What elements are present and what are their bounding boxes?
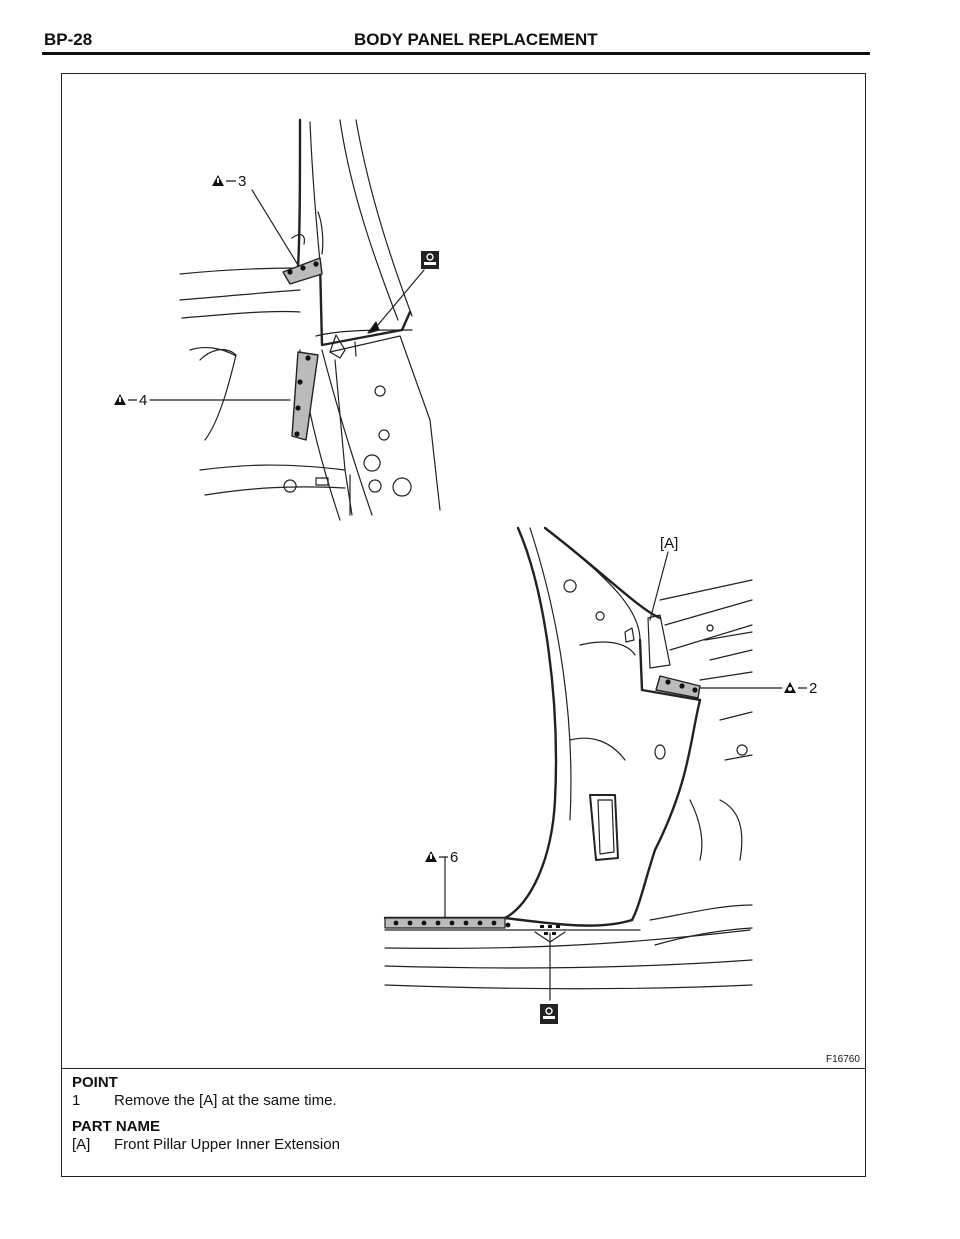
notes-section: POINT 1 Remove the [A] at the same time.… xyxy=(72,1074,852,1154)
warning-triangle-icon xyxy=(425,851,437,862)
part-item-text: Front Pillar Upper Inner Extension xyxy=(114,1136,340,1153)
page-title: BODY PANEL REPLACEMENT xyxy=(354,30,598,49)
callout-2-label: 2 xyxy=(809,680,817,697)
header-rule xyxy=(42,52,870,55)
weld-symbols: 3 4 [A] 2 6 xyxy=(114,173,817,1024)
callout-3-label: 3 xyxy=(238,173,246,190)
sealer-box-icon xyxy=(540,1004,558,1024)
callout-4-label: 4 xyxy=(139,392,147,409)
page-code: BP-28 xyxy=(44,30,93,49)
page-header: BP-28 BODY PANEL REPLACEMENT xyxy=(44,30,870,52)
part-item: [A] Front Pillar Upper Inner Extension xyxy=(72,1136,852,1154)
part-name-heading: PART NAME xyxy=(72,1118,161,1135)
warning-triangle-icon xyxy=(212,175,224,186)
bracket-A-label: [A] xyxy=(660,535,678,552)
upper-pillar-view xyxy=(149,118,441,521)
point-item-text: Remove the [A] at the same time. xyxy=(114,1092,337,1109)
point-item-number: 1 xyxy=(72,1092,81,1109)
point-item: 1 Remove the [A] at the same time. xyxy=(72,1092,852,1110)
spot-weld-triangle-icon xyxy=(784,682,796,693)
sealer-box-icon xyxy=(421,251,439,269)
point-heading: POINT xyxy=(72,1074,118,1091)
lower-pillar-view xyxy=(383,526,783,1001)
figure-divider xyxy=(61,1068,866,1070)
figure-code: F16760 xyxy=(826,1054,860,1065)
callout-6-label: 6 xyxy=(450,849,458,866)
figure-frame xyxy=(61,73,866,1177)
part-item-code: [A] xyxy=(72,1136,91,1153)
warning-triangle-icon xyxy=(114,394,126,405)
body-panel-illustration: 3 4 [A] 2 6 xyxy=(114,118,817,1024)
